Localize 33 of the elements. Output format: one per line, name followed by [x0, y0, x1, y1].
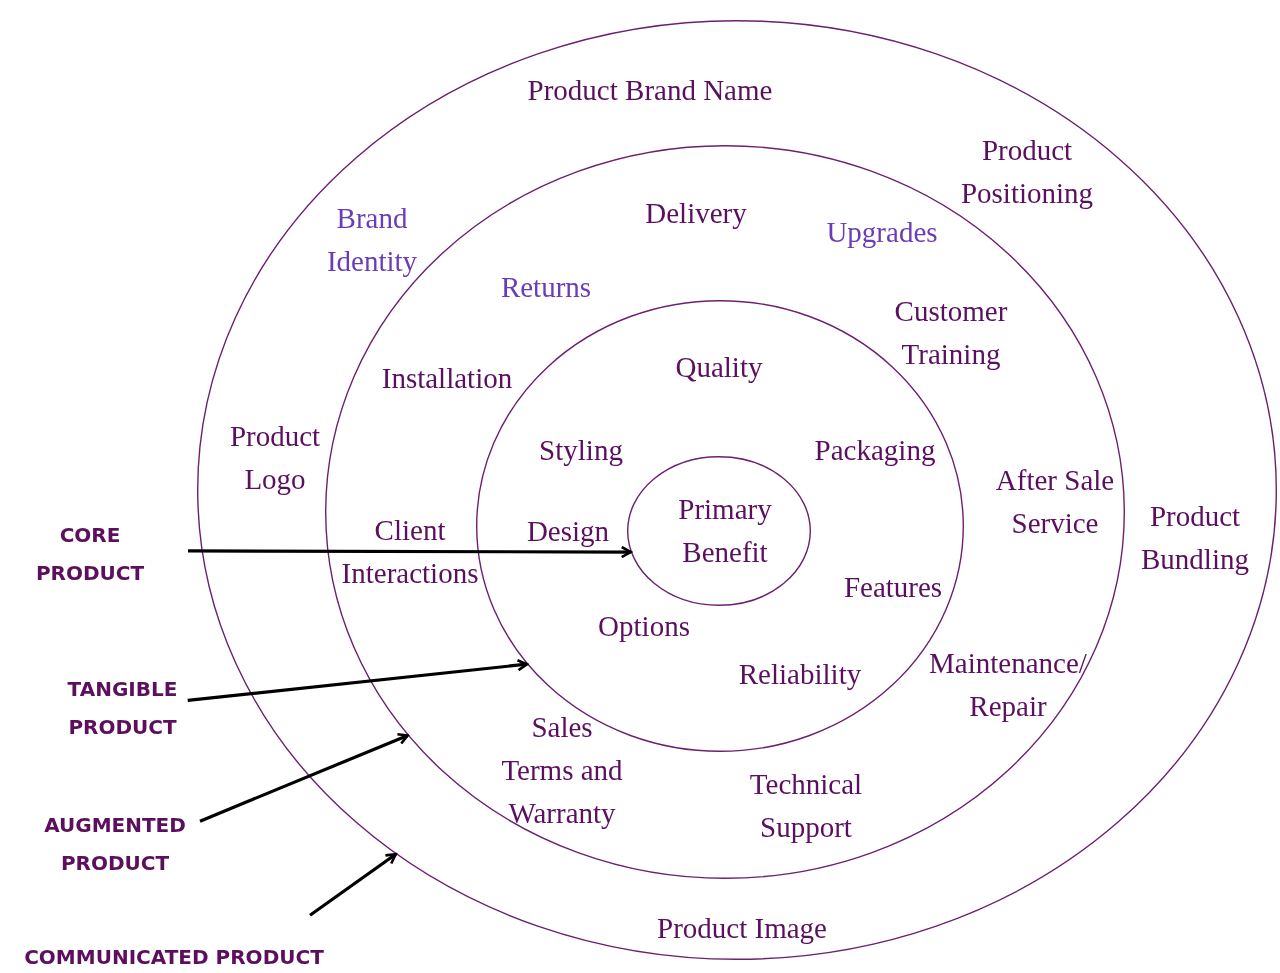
- ring-item-text: Sales Terms and Warranty: [500, 709, 624, 831]
- ring-item-text: Product Logo: [228, 419, 322, 497]
- ring-item-text: Returns: [499, 269, 593, 305]
- ring-item-text: Features: [842, 569, 944, 605]
- ring-item-text: After Sale Service: [994, 463, 1116, 541]
- ring-item-text: Reliability: [737, 656, 863, 692]
- layer-label: COMMUNICATED PRODUCT: [4, 938, 344, 973]
- ring-item-text: Brand Identity: [325, 201, 419, 279]
- ring-item-text: Product Bundling: [1140, 499, 1250, 577]
- ring-item-text: Product Brand Name: [526, 72, 774, 108]
- ring-ellipse: [627, 456, 811, 606]
- ring-item-text: Upgrades: [825, 214, 939, 250]
- ring-item-text: Packaging: [813, 432, 937, 468]
- ring-item-text: Product Positioning: [959, 133, 1095, 211]
- ring-item-text: Delivery: [644, 195, 748, 231]
- ring-item-text: Installation: [380, 360, 514, 396]
- arrow: [309, 852, 397, 917]
- ring-item-text: Design: [525, 513, 611, 549]
- ring-item-text: Client Interactions: [340, 513, 480, 591]
- arrow: [188, 545, 632, 559]
- ring-item-text: Options: [597, 608, 691, 644]
- ring-item-text: Primary Benefit: [677, 492, 773, 570]
- ring-item-text: Product Image: [656, 910, 828, 946]
- arrow: [199, 732, 409, 823]
- ring-item-text: Styling: [538, 432, 624, 468]
- layer-label: AUGMENTED PRODUCT: [30, 806, 200, 882]
- arrow: [187, 658, 529, 702]
- ring-item-text: Maintenance/ Repair: [928, 646, 1088, 724]
- ring-item-text: Quality: [674, 349, 764, 385]
- layer-label: CORE PRODUCT: [20, 516, 160, 592]
- layer-label: TANGIBLE PRODUCT: [50, 670, 195, 746]
- ring-item-text: Customer Training: [893, 294, 1009, 372]
- ring-item-text: Technical Support: [748, 767, 864, 845]
